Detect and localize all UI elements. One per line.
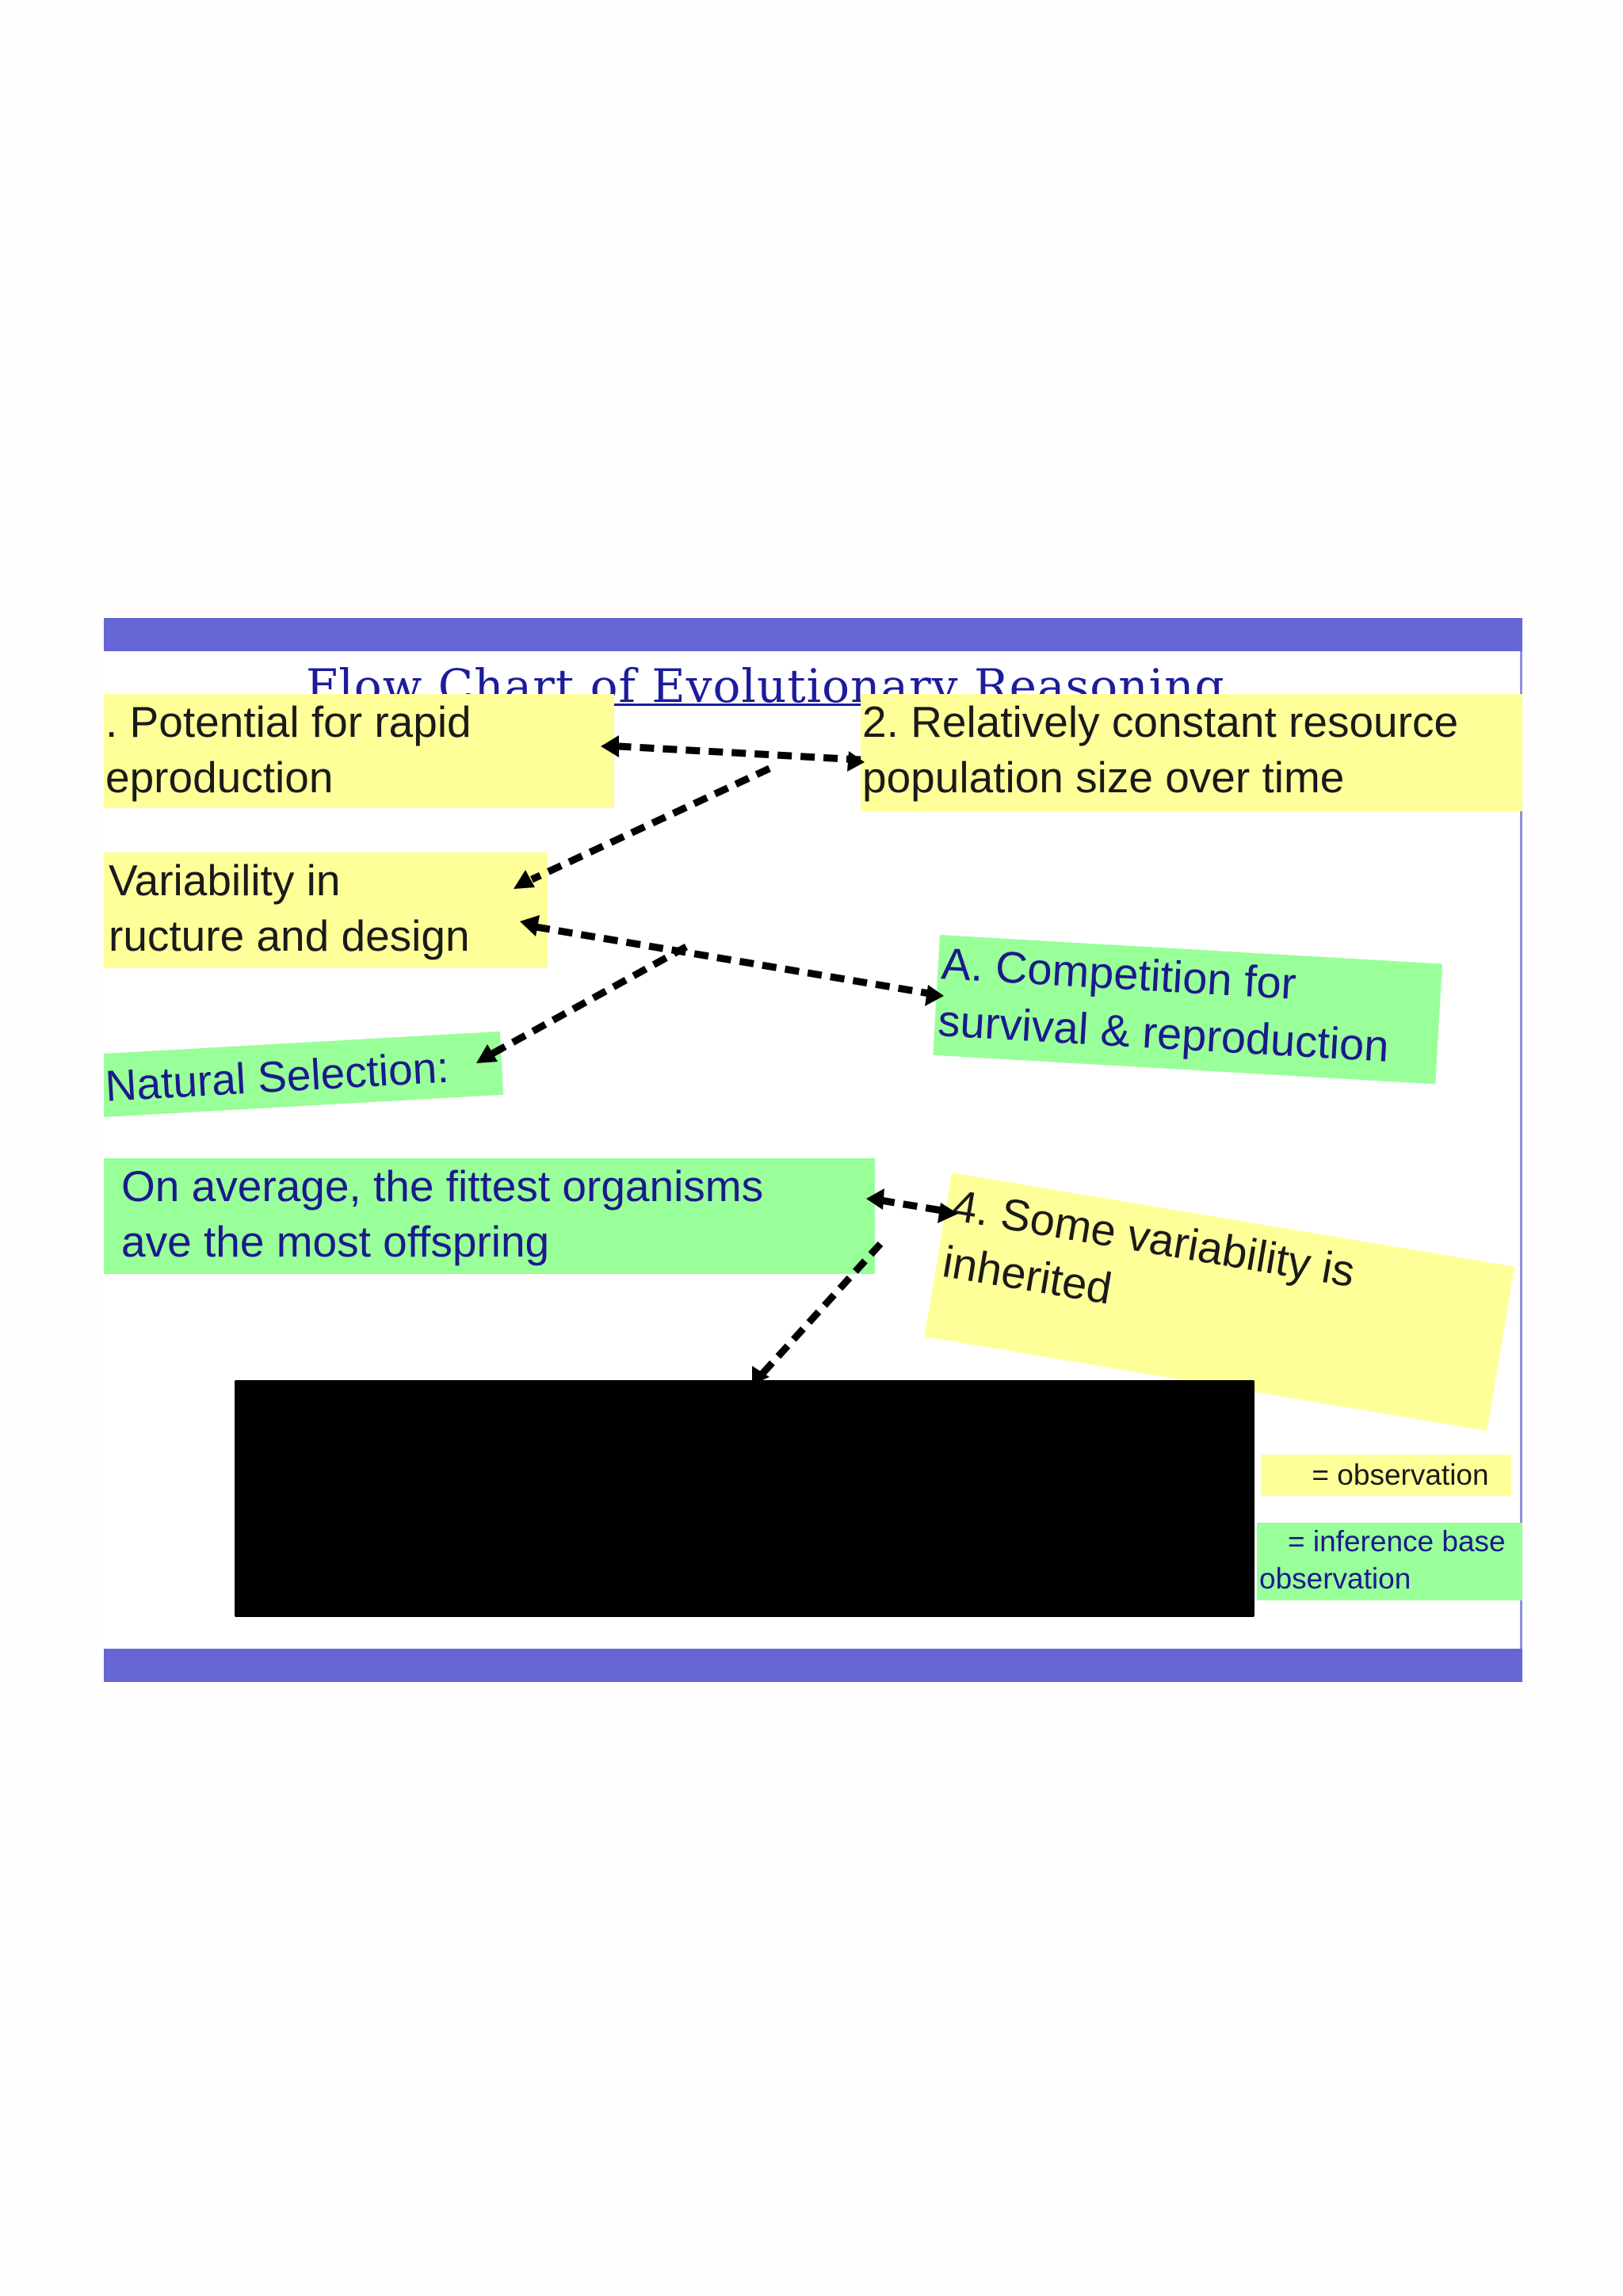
observation-1-line-2: eproduction (105, 753, 334, 803)
legend-inference-line-1: = inference base (1288, 1525, 1506, 1558)
legend-observation-label: = observation (1312, 1459, 1489, 1491)
right-frame-edge (1520, 651, 1522, 1649)
observation-box-2: 2. Relatively constant resource populati… (861, 694, 1522, 811)
fittest-organisms-box: On average, the fittest organisms ave th… (104, 1158, 875, 1274)
observation-2-line-1: 2. Relatively constant resource (862, 697, 1459, 746)
arrow-fittest-to-4 (880, 1196, 943, 1215)
arrow-3-to-a (535, 923, 935, 998)
natural-selection-box: Natural Selection: (104, 1031, 504, 1117)
arrow-2-to-1 (618, 742, 861, 764)
observation-3-line-2: ructure and design (109, 911, 470, 961)
inference-box-a: A. Competition for survival & reproducti… (933, 935, 1442, 1085)
observation-box-1: . Potential for rapid eproduction (104, 694, 614, 808)
top-frame-bar (104, 618, 1522, 651)
observation-3-line-1: Variability in (109, 856, 341, 905)
observation-box-3: Variability in ructure and design (104, 852, 548, 968)
slide: Flow Chart of Evolutionary Reasoning . P… (104, 618, 1522, 1682)
natural-selection-label: Natural Selection: (104, 1042, 450, 1111)
bottom-frame-bar (104, 1649, 1522, 1682)
legend-observation: = observation (1261, 1455, 1511, 1496)
observation-2-line-2: population size over time (862, 753, 1345, 803)
observation-1-line-1: . Potential for rapid (105, 697, 472, 746)
redacted-region (235, 1380, 1254, 1617)
fittest-line-1: On average, the fittest organisms (121, 1161, 764, 1211)
legend-inference-line-2: observation (1259, 1562, 1411, 1596)
legend-inference: = inference base observation (1257, 1523, 1522, 1600)
fittest-line-2: ave the most offspring (121, 1217, 550, 1267)
